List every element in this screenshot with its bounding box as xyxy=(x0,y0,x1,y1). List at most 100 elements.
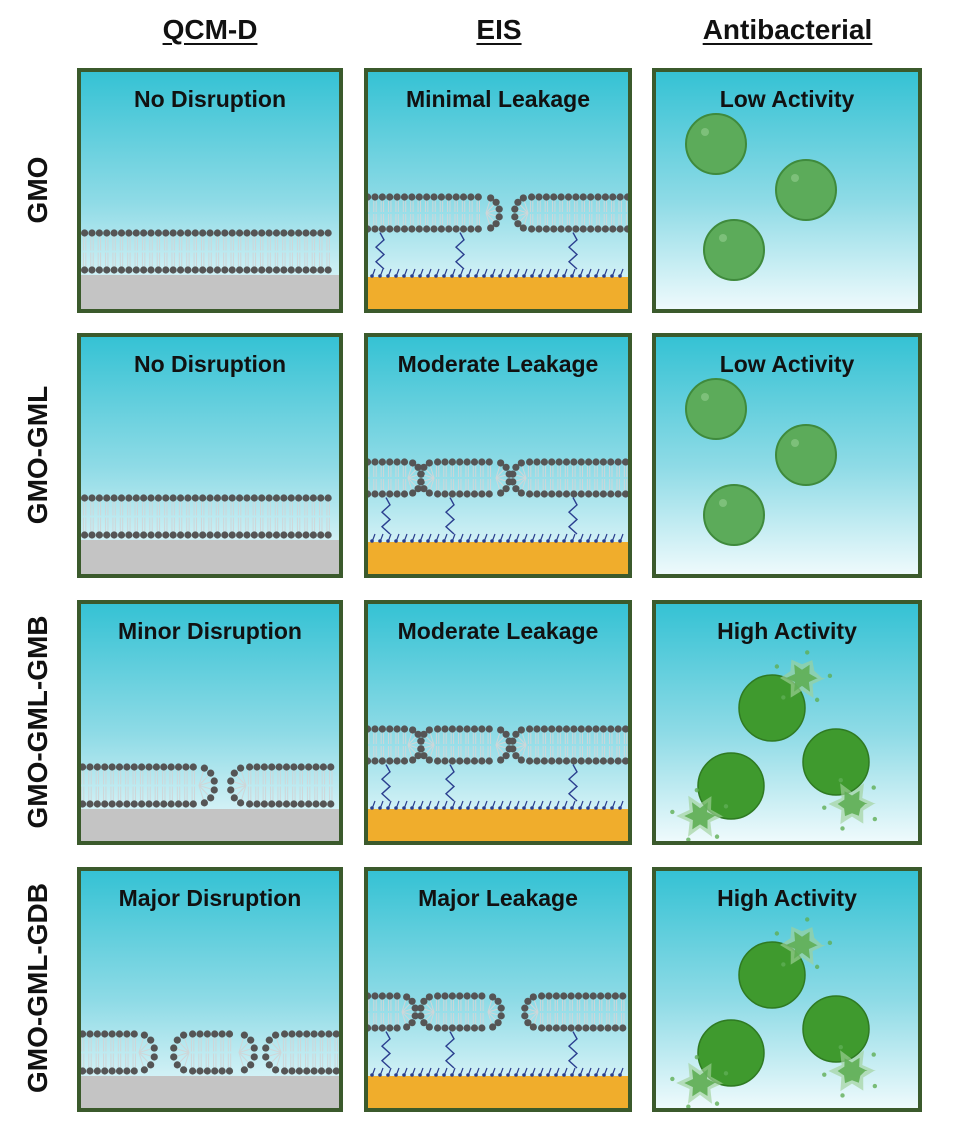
panel-eis-row-1: Minimal Leakage xyxy=(364,68,632,313)
panel-antibacterial-row-2: Low Activity xyxy=(652,333,922,578)
tether xyxy=(454,232,466,270)
row-label-gmo-gml-gmb: GMO-GML-GMB xyxy=(22,615,53,829)
bacteria-group xyxy=(685,113,837,281)
panel-title: High Activity xyxy=(717,885,857,911)
spacer-layer xyxy=(370,800,624,810)
eis-illustration xyxy=(368,193,628,309)
tether xyxy=(567,1031,579,1069)
supported-bilayer xyxy=(81,494,332,539)
bacterium-lysed xyxy=(802,995,878,1098)
tethered-bilayer xyxy=(368,193,628,270)
panel-title: Low Activity xyxy=(719,86,855,112)
panel-antibacterial-row-1: Low Activity xyxy=(652,68,922,313)
bilayer-patch xyxy=(417,458,513,498)
bilayer-patch xyxy=(521,992,627,1032)
column-header-qcm-d: QCM-D xyxy=(162,14,258,45)
qcm-substrate xyxy=(81,275,339,309)
column-header-eis: EIS xyxy=(476,14,522,45)
panel-title: Moderate Leakage xyxy=(397,351,599,377)
eis-illustration xyxy=(368,725,628,841)
bilayer-continuous xyxy=(81,229,332,274)
column-header-antibacterial: Antibacterial xyxy=(702,14,873,45)
panel-qcm-row-1: No Disruption xyxy=(77,68,343,313)
panel-qcm-row-3: Minor Disruption xyxy=(77,600,343,845)
tethered-bilayer xyxy=(368,992,627,1069)
eis-illustration xyxy=(368,992,628,1108)
antibacterial-illustration xyxy=(670,650,878,841)
tether xyxy=(444,1031,456,1069)
bilayer-patch xyxy=(368,992,419,1032)
panel-title: No Disruption xyxy=(133,351,287,377)
bilayer-patch xyxy=(81,763,218,808)
qcm-substrate xyxy=(81,1076,339,1108)
row-label-gmo-gml: GMO-GML xyxy=(22,385,53,525)
panel-eis-row-3: Moderate Leakage xyxy=(364,600,632,845)
spacer-layer xyxy=(370,268,624,278)
tether xyxy=(380,764,392,802)
bacterium-intact xyxy=(685,113,747,175)
bacterium-intact xyxy=(703,219,765,281)
panel-eis-row-2: Moderate Leakage xyxy=(364,333,632,578)
antibacterial-illustration xyxy=(685,113,837,281)
bacteria-group xyxy=(670,917,878,1108)
bilayer-patch xyxy=(509,458,628,498)
qcm-illustration xyxy=(81,229,339,309)
tether xyxy=(380,1031,392,1069)
bilayer-patch xyxy=(368,725,425,765)
supported-bilayer xyxy=(81,1030,339,1075)
bilayer-patch xyxy=(368,193,503,233)
antibacterial-illustration xyxy=(670,917,878,1108)
panel-title: Minor Disruption xyxy=(118,618,302,644)
bacterium-lysed xyxy=(670,1019,765,1108)
tether xyxy=(567,497,579,535)
panel-title: Moderate Leakage xyxy=(397,618,599,644)
bilayer-patch xyxy=(509,725,628,765)
bacteria-group xyxy=(685,378,837,546)
bacterium-lysed xyxy=(670,752,765,841)
qcm-illustration xyxy=(81,1030,339,1108)
bilayer-patch xyxy=(417,992,505,1032)
bilayer-continuous xyxy=(81,494,332,539)
panel-title: Minimal Leakage xyxy=(405,86,591,112)
spacer-layer xyxy=(370,1067,624,1077)
gold-electrode xyxy=(368,809,628,841)
tether xyxy=(567,232,579,270)
bilayer-patch xyxy=(227,763,335,808)
bacterium-intact xyxy=(775,159,837,221)
bacterium-intact xyxy=(775,424,837,486)
tether xyxy=(380,497,392,535)
bacteria-group xyxy=(670,650,878,841)
panel-antibacterial-row-4: High Activity xyxy=(652,867,922,1112)
row-label-gmo: GMO xyxy=(22,156,53,224)
bilayer-patch xyxy=(170,1030,258,1075)
bilayer-patch xyxy=(417,725,513,765)
bilayer-patch xyxy=(262,1030,339,1075)
qcm-substrate xyxy=(81,809,339,841)
bilayer-patch xyxy=(511,193,628,233)
panel-title: High Activity xyxy=(717,618,857,644)
gold-electrode xyxy=(368,277,628,309)
qcm-substrate xyxy=(81,540,339,574)
panel-antibacterial-row-3: High Activity xyxy=(652,600,922,845)
tether xyxy=(567,764,579,802)
tethered-bilayer xyxy=(368,725,628,802)
supported-bilayer xyxy=(81,229,332,274)
tethered-bilayer xyxy=(368,458,628,535)
panel-title: Major Disruption xyxy=(118,885,302,911)
tether xyxy=(444,497,456,535)
gold-electrode xyxy=(368,1076,628,1108)
panel-eis-row-4: Major Leakage xyxy=(364,867,632,1112)
panel-title: Major Leakage xyxy=(418,885,578,911)
spacer-layer xyxy=(370,533,624,543)
gold-electrode xyxy=(368,542,628,574)
bacterium-lysed xyxy=(802,728,878,831)
eis-illustration xyxy=(368,458,628,574)
bacterium-lysed xyxy=(738,917,833,1009)
row-label-gmo-gml-gdb: GMO-GML-GDB xyxy=(22,883,53,1093)
panel-qcm-row-2: No Disruption xyxy=(77,333,343,578)
antibacterial-illustration xyxy=(685,378,837,546)
panel-title: Low Activity xyxy=(719,351,855,377)
qcm-illustration xyxy=(81,763,339,841)
tether xyxy=(374,232,386,270)
bacterium-lysed xyxy=(738,650,833,742)
